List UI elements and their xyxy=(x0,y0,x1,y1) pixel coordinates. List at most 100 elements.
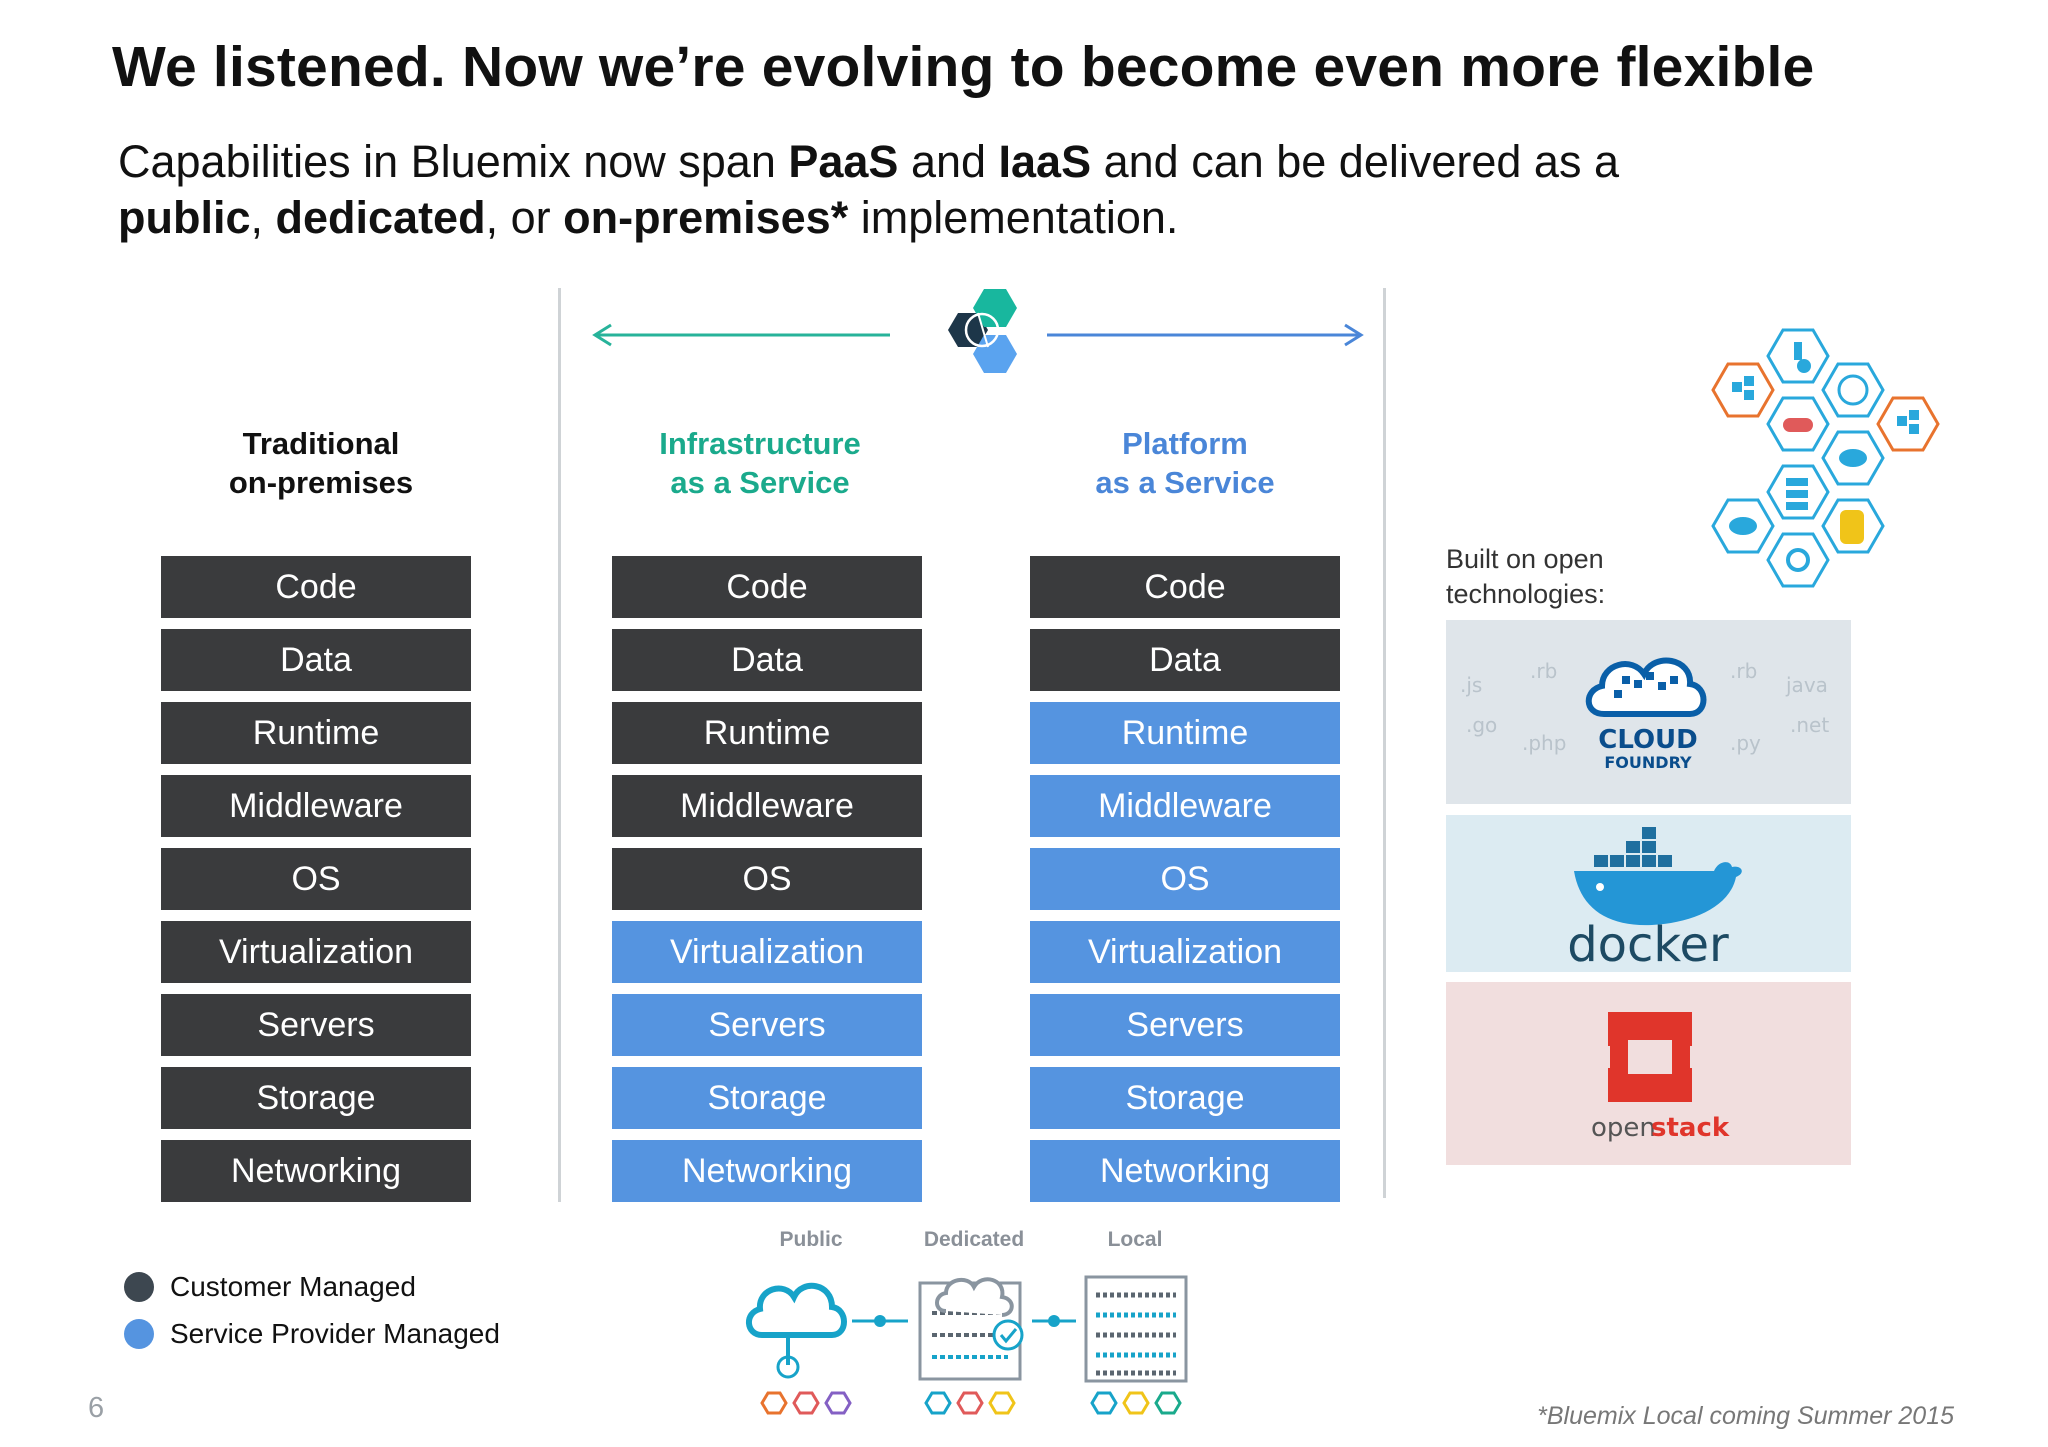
heading-line: Infrastructure xyxy=(659,426,861,461)
layer-virtualization: Virtualization xyxy=(612,921,922,983)
bluemix-logo-icon xyxy=(948,289,1017,373)
page-number: 6 xyxy=(88,1392,105,1424)
layer-storage: Storage xyxy=(161,1067,471,1129)
subtitle-public: public xyxy=(118,192,251,243)
globe-hex-icon xyxy=(1821,362,1885,418)
legend-item-customer: Customer Managed xyxy=(124,1269,500,1305)
cf-text-line1: CLOUD xyxy=(1598,725,1698,755)
subtitle-text: , xyxy=(250,192,276,243)
right-arrow-icon xyxy=(1047,323,1364,347)
layer-servers: Servers xyxy=(161,994,471,1056)
heading-line: as a Service xyxy=(670,465,850,500)
layer-data: Data xyxy=(612,629,922,691)
built-on-label: Built on open technologies: xyxy=(1446,544,1606,609)
layer-code: Code xyxy=(612,556,922,618)
subtitle-text: , or xyxy=(485,192,564,243)
heading-line: Traditional xyxy=(242,426,400,461)
layer-data: Data xyxy=(1030,629,1340,691)
openstack-panel: open stack xyxy=(1446,982,1851,1165)
deployment-label-dedicated: Dedicated xyxy=(923,1228,1025,1251)
layer-middleware: Middleware xyxy=(612,775,922,837)
layer-virtualization: Virtualization xyxy=(161,921,471,983)
cf-text-line2: FOUNDRY xyxy=(1604,753,1692,772)
layer-runtime: Runtime xyxy=(1030,702,1340,764)
lang-js: .js xyxy=(1460,673,1482,697)
local-rack-icon xyxy=(1084,1275,1188,1383)
deployment-label-public: Public xyxy=(779,1228,843,1251)
connector-icon xyxy=(852,1315,1076,1327)
subtitle-onprem: on-premises* xyxy=(563,192,849,243)
legend-item-provider: Service Provider Managed xyxy=(124,1316,500,1352)
openstack-text-stack: stack xyxy=(1651,1113,1730,1143)
legend: Customer Managed Service Provider Manage… xyxy=(124,1269,500,1352)
heading-line: Platform xyxy=(1122,426,1248,461)
bluemix-hex-icon xyxy=(1876,396,1940,452)
layer-code: Code xyxy=(1030,556,1340,618)
subtitle-dedicated: dedicated xyxy=(275,192,486,243)
openstack-text-open: open xyxy=(1591,1113,1656,1143)
lang-rb2: .rb xyxy=(1730,659,1757,683)
public-cloud-icon xyxy=(746,1282,847,1379)
layer-os: OS xyxy=(1030,848,1340,910)
divider-right xyxy=(1383,288,1386,1198)
docker-panel: docker xyxy=(1446,815,1851,972)
page-title: We listened. Now we’re evolving to becom… xyxy=(112,35,1815,99)
legend-label: Service Provider Managed xyxy=(170,1318,500,1349)
deployment-diagram xyxy=(746,1275,1188,1415)
gear-hex-icon xyxy=(1766,532,1830,588)
docker-logo-icon: docker xyxy=(1567,827,1742,972)
bluemix-hex-icon xyxy=(1711,362,1775,418)
lang-php: .php xyxy=(1522,731,1566,755)
lang-java: java xyxy=(1785,673,1828,697)
dedicated-server-icon xyxy=(918,1277,1024,1381)
cloudfoundry-panel: .js .rb .go .php .rb .py java .net CLOUD… xyxy=(1446,620,1851,804)
layer-runtime: Runtime xyxy=(612,702,922,764)
layer-networking: Networking xyxy=(161,1140,471,1202)
legend-label: Customer Managed xyxy=(170,1271,416,1302)
subtitle-text: and xyxy=(898,136,999,187)
column-heading-traditional: Traditional on-premises xyxy=(156,424,486,502)
heading-line: as a Service xyxy=(1095,465,1275,500)
heading-line: on-premises xyxy=(228,465,414,500)
legend-dot-blue xyxy=(124,1319,154,1349)
divider-left xyxy=(558,288,561,1202)
layer-servers: Servers xyxy=(1030,994,1340,1056)
layer-storage: Storage xyxy=(1030,1067,1340,1129)
lang-rb: .rb xyxy=(1530,659,1557,683)
lang-go: .go xyxy=(1466,713,1497,737)
layer-virtualization: Virtualization xyxy=(1030,921,1340,983)
layer-os: OS xyxy=(612,848,922,910)
lang-py: .py xyxy=(1730,731,1761,755)
subtitle-text: and can be delivered as a xyxy=(1091,136,1619,187)
layer-networking: Networking xyxy=(1030,1140,1340,1202)
cloudfoundry-logo-icon: .js .rb .go .php .rb .py java .net CLOUD… xyxy=(1460,657,1829,772)
docker-text: docker xyxy=(1567,917,1729,972)
hex-services-icon xyxy=(760,1391,1182,1415)
legend-dot-dark xyxy=(124,1272,154,1302)
column-heading-iaas: Infrastructure as a Service xyxy=(595,424,925,502)
openstack-logo-icon: open stack xyxy=(1591,1012,1730,1143)
service-hex-cluster xyxy=(1711,328,1940,588)
deployment-label-local: Local xyxy=(1107,1228,1163,1251)
column-heading-paas: Platform as a Service xyxy=(1020,424,1350,502)
layer-middleware: Middleware xyxy=(161,775,471,837)
subtitle-text: implementation. xyxy=(848,192,1179,243)
layer-servers: Servers xyxy=(612,994,922,1056)
layer-middleware: Middleware xyxy=(1030,775,1340,837)
layer-data: Data xyxy=(161,629,471,691)
lang-net: .net xyxy=(1790,713,1829,737)
subtitle-text: Capabilities in Bluemix now span xyxy=(118,136,789,187)
bluemix-arrows xyxy=(592,289,1364,373)
layer-runtime: Runtime xyxy=(161,702,471,764)
layer-code: Code xyxy=(161,556,471,618)
subtitle-iaas: IaaS xyxy=(998,136,1092,187)
layer-os: OS xyxy=(161,848,471,910)
footnote: *Bluemix Local coming Summer 2015 xyxy=(1537,1402,1954,1430)
subtitle: Capabilities in Bluemix now span PaaS an… xyxy=(118,134,1768,246)
subtitle-paas: PaaS xyxy=(788,136,899,187)
layer-networking: Networking xyxy=(612,1140,922,1202)
layer-storage: Storage xyxy=(612,1067,922,1129)
